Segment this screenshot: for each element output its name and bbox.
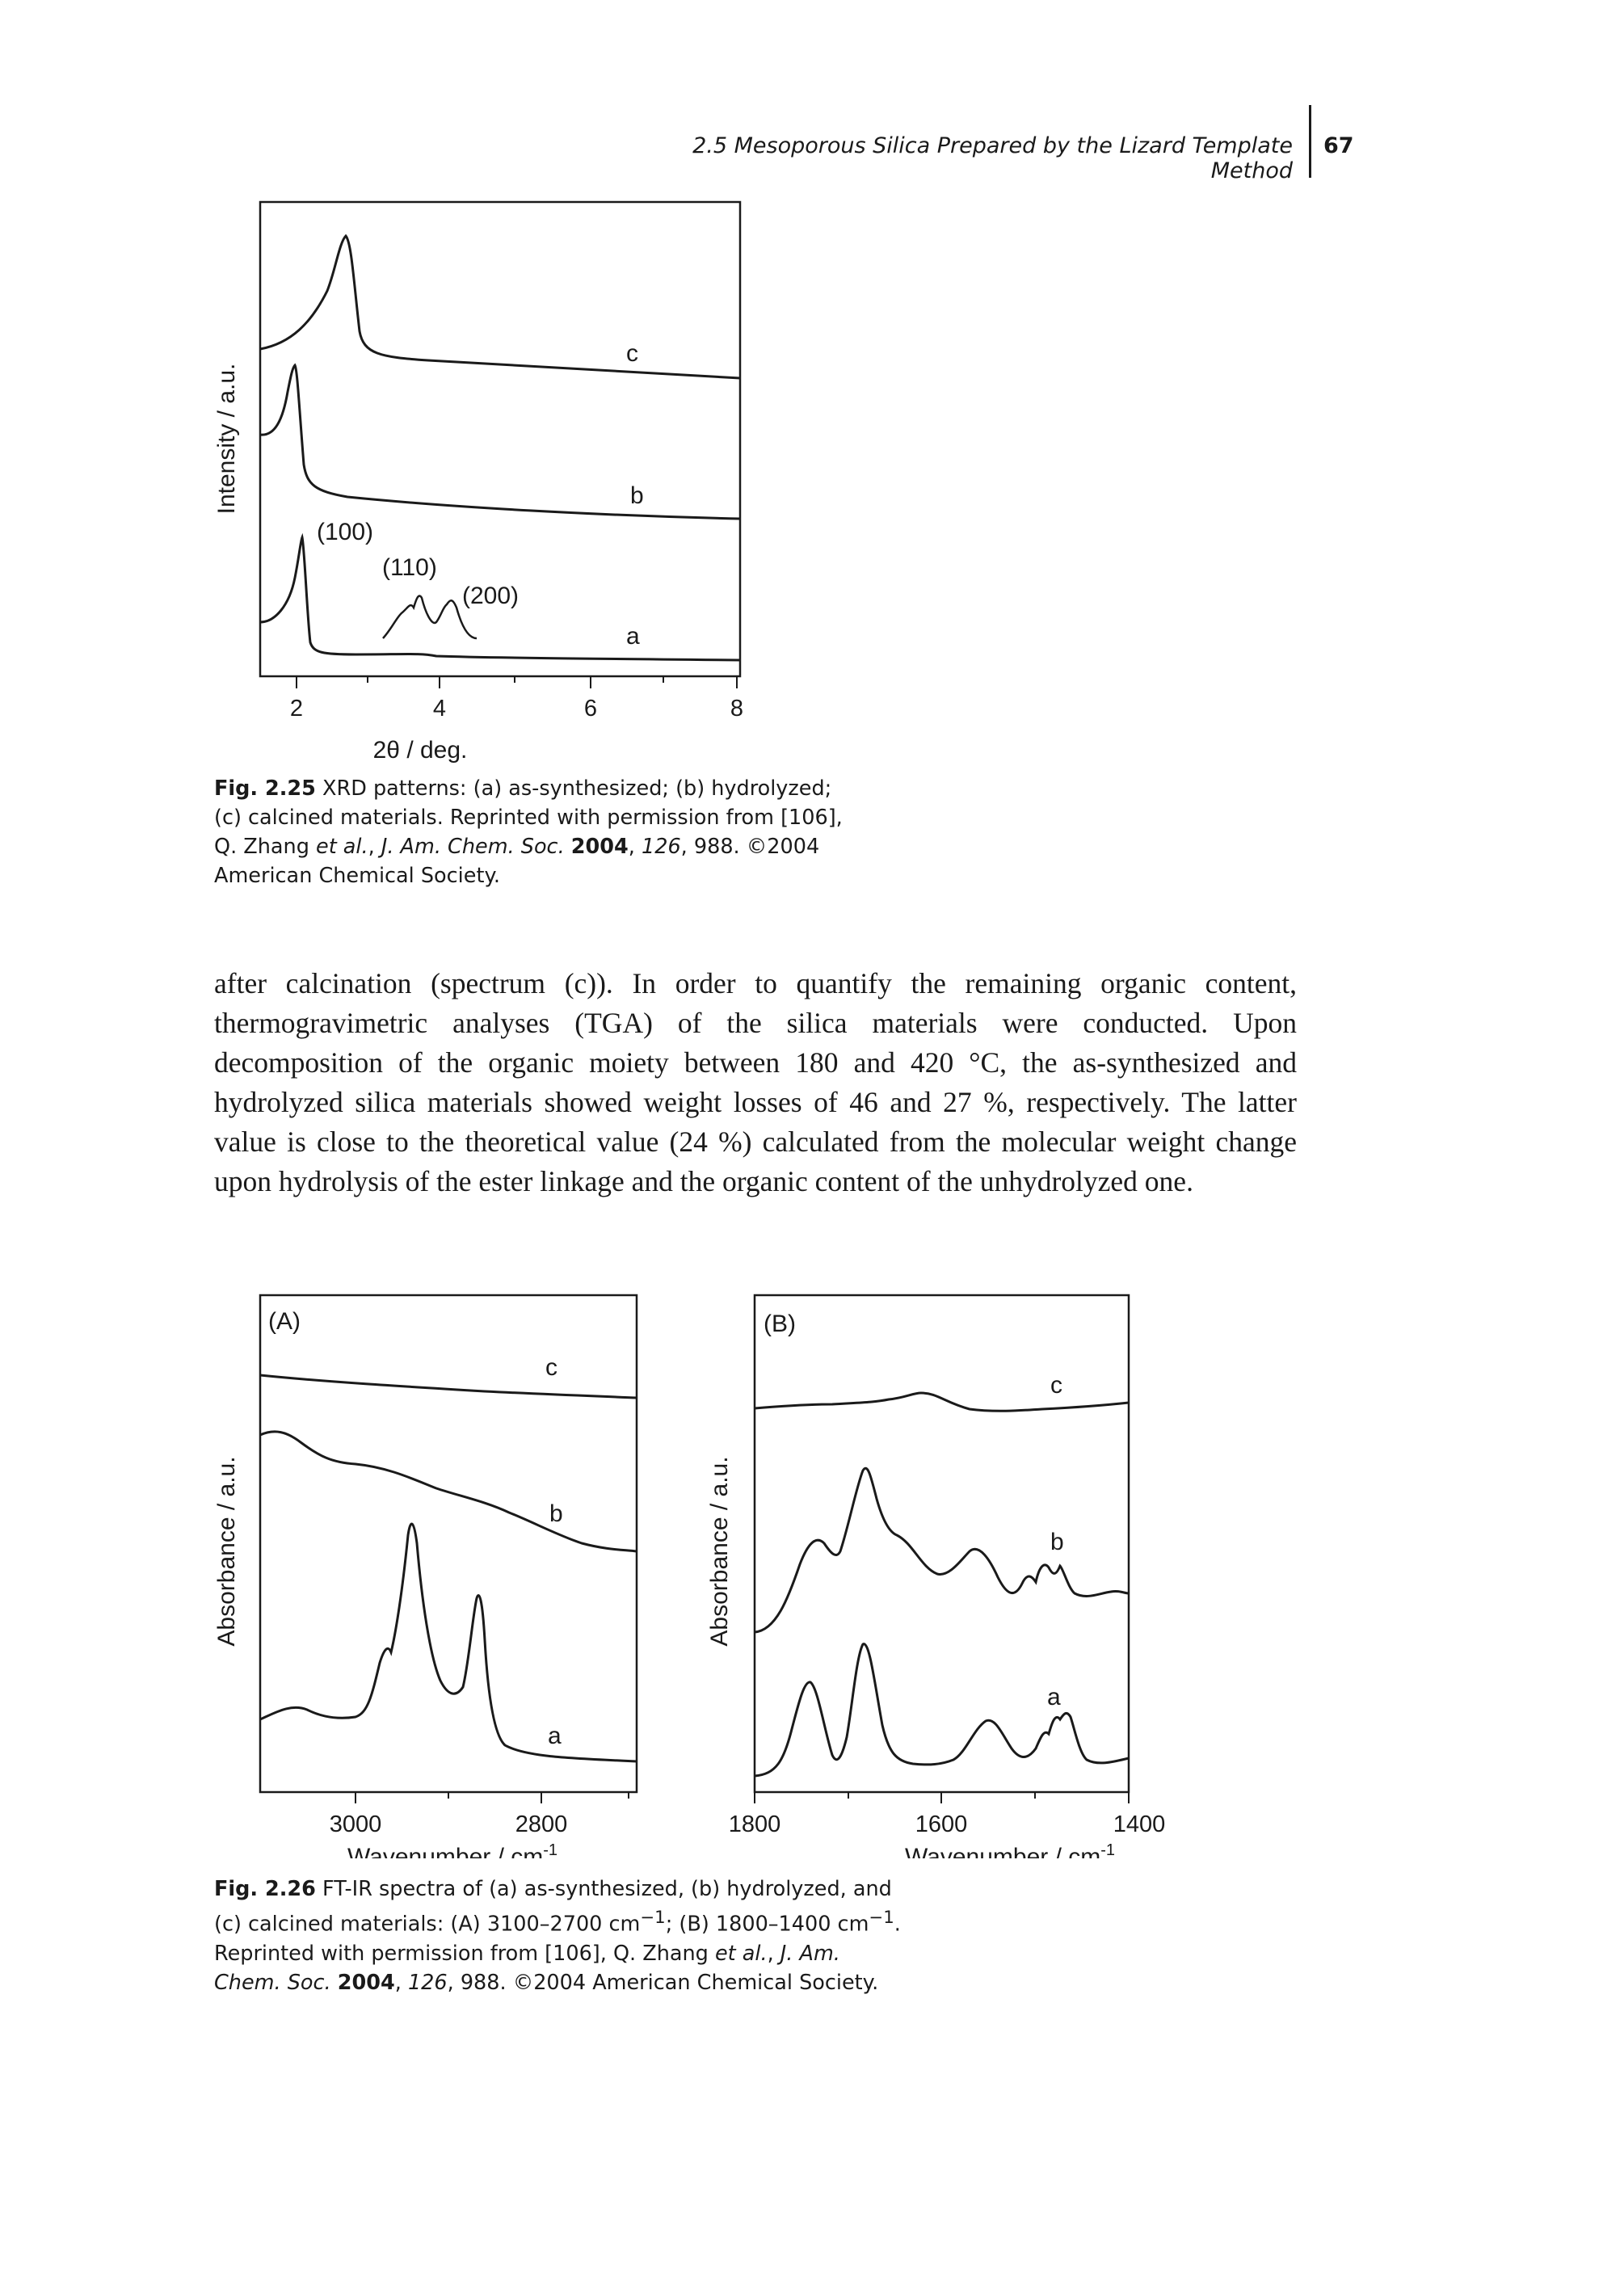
xrd-figure: Intensity / a.u. 2 4 6 8 2θ / deg. (100)…	[213, 200, 743, 764]
body-paragraph: after calcination (spectrum (c)). In ord…	[214, 967, 1297, 1197]
xrd-curve-c	[259, 234, 741, 380]
ftir-panel-a-x-ticks	[355, 1792, 629, 1803]
xrd-curve-label-c: c	[626, 340, 638, 367]
xrd-xtick-2: 2	[290, 696, 303, 722]
xrd-curve-label-b: b	[630, 482, 644, 509]
xrd-plot-frame	[259, 200, 742, 678]
figure-2-26-caption: Fig. 2.26 FT-IR spectra of (a) as-synthe…	[214, 1875, 1022, 1997]
ftir-panel-b-tag: (B)	[764, 1311, 796, 1337]
caption-line-2: (c) calcined materials. Reprinted with p…	[214, 806, 843, 830]
ftir-panel-a-tag: (A)	[268, 1308, 301, 1335]
xrd-curve-a	[259, 532, 741, 662]
ftir-a-curve-a	[259, 1522, 637, 1763]
figure-label: Fig. 2.25	[214, 776, 316, 801]
ftir-b-xtick-1600: 1600	[915, 1811, 968, 1837]
caption-line-1: Fig. 2.25 XRD patterns: (a) as-synthesiz…	[214, 776, 832, 801]
ftir-panel-a-x-label: Wavenumber / cm-1	[347, 1841, 557, 1858]
xrd-minor-peaks	[382, 595, 478, 640]
ftir-a-xtick-3000: 3000	[330, 1811, 382, 1837]
ftir-a-xtick-2800: 2800	[515, 1811, 568, 1837]
ftir-a-curve-b	[259, 1430, 637, 1553]
caption-line-2: (c) calcined materials: (A) 3100–2700 cm…	[214, 1908, 901, 1937]
header-divider	[1309, 105, 1311, 178]
caption-line-3: Q. Zhang et al., J. Am. Chem. Soc. 2004,…	[214, 835, 820, 859]
xrd-peak-label-200: (200)	[462, 583, 519, 609]
ftir-b-curve-label-b: b	[1050, 1529, 1064, 1555]
ftir-b-curve-label-a: a	[1047, 1684, 1061, 1710]
caption-line-4: Chem. Soc. 2004, 126, 988. ©2004 America…	[214, 1970, 879, 1995]
ftir-panel-b-x-label: Wavenumber / cm-1	[905, 1841, 1115, 1858]
ftir-figure: (A) Absorbance / a.u. 3000 2800 Wavenumb…	[213, 1294, 1166, 1858]
ftir-b-xtick-1800: 1800	[729, 1811, 781, 1837]
ftir-a-curve-label-a: a	[548, 1723, 562, 1749]
page-number: 67	[1323, 133, 1354, 158]
xrd-peak-label-110: (110)	[382, 554, 437, 581]
xrd-x-axis-label: 2θ / deg.	[373, 737, 468, 764]
xrd-xtick-6: 6	[584, 696, 597, 722]
ftir-b-xtick-1400: 1400	[1113, 1811, 1166, 1837]
figure-2-25-caption: Fig. 2.25 XRD patterns: (a) as-synthesiz…	[214, 774, 941, 890]
ftir-a-curve-label-b: b	[549, 1500, 563, 1527]
caption-line-3: Reprinted with permission from [106], Q.…	[214, 1941, 840, 1966]
ftir-b-curve-a	[754, 1643, 1130, 1778]
xrd-xtick-8: 8	[730, 696, 743, 722]
ftir-a-curve-label-c: c	[545, 1354, 557, 1381]
xrd-curve-b	[259, 363, 741, 520]
ftir-b-curve-c	[754, 1391, 1130, 1412]
ftir-b-curve-label-c: c	[1050, 1372, 1062, 1399]
ftir-a-curve-c	[259, 1374, 637, 1399]
ftir-b-curve-b	[754, 1466, 1130, 1634]
xrd-y-axis-label: Intensity / a.u.	[213, 364, 240, 515]
xrd-x-ticks	[296, 676, 738, 688]
xrd-peak-label-100: (100)	[317, 519, 373, 545]
xrd-curve-label-a: a	[626, 623, 640, 650]
running-title: 2.5 Mesoporous Silica Prepared by the Li…	[692, 133, 1293, 183]
caption-line-1: Fig. 2.26 FT-IR spectra of (a) as-synthe…	[214, 1877, 892, 1901]
ftir-panel-a-y-label: Absorbance / a.u.	[213, 1456, 240, 1646]
caption-line-4: American Chemical Society.	[214, 864, 501, 888]
figure-label: Fig. 2.26	[214, 1877, 316, 1901]
xrd-xtick-4: 4	[433, 696, 446, 722]
ftir-panel-b-y-label: Absorbance / a.u.	[706, 1456, 733, 1646]
ftir-panel-b-x-ticks	[754, 1792, 1130, 1803]
